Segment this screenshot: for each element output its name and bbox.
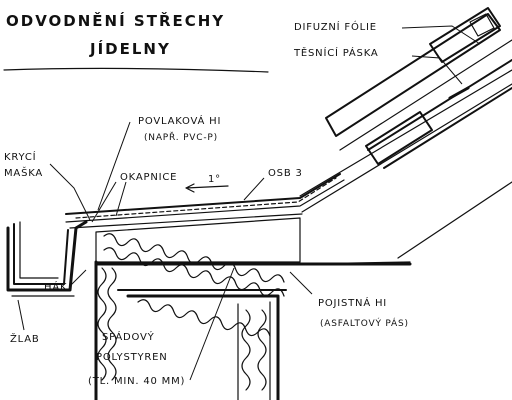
label-slope: 1° (208, 174, 221, 185)
title-line-1: ODVODNĚNÍ STŘECHY (6, 11, 225, 30)
flat-roof-layers (65, 173, 412, 297)
leader-lines (17, 25, 481, 381)
label-cover-mask-1: KRYCÍ (4, 150, 36, 163)
label-sloped-polystyrene-2: POLYSTYREN (96, 352, 168, 363)
label-cover-mask-2: MAŠKA (4, 166, 43, 179)
label-safety-layer: POJISTNÁ HI (318, 296, 387, 309)
label-sloped-polystyrene-1: SPÁDOVÝ (102, 330, 155, 343)
label-safety-layer-note: (ASFALTOVÝ PÁS) (320, 317, 409, 329)
label-diffusion-foil: DIFUZNÍ FÓLIE (294, 20, 377, 33)
label-drip-edge: OKAPNICE (120, 172, 177, 183)
label-hook: HÁK (44, 280, 67, 293)
label-membrane: POVLAKOVÁ HI (138, 114, 221, 127)
wall-attic (94, 260, 287, 400)
label-gutter: ŽLAB (10, 332, 40, 345)
label-sloped-polystyrene-3: (TL. MIN. 40 MM) (88, 376, 185, 387)
label-sealing-tape: TĚSNÍCÍ PÁSKA (293, 46, 379, 59)
label-membrane-note: (NAPŘ. PVC-P) (144, 132, 218, 143)
title-underline (3, 67, 269, 73)
title-line-2: JÍDELNY (89, 39, 171, 58)
slope-arrow (185, 183, 229, 193)
upper-roof-structure (299, 7, 512, 259)
gutter (6, 220, 88, 297)
label-osb: OSB 3 (268, 168, 303, 179)
